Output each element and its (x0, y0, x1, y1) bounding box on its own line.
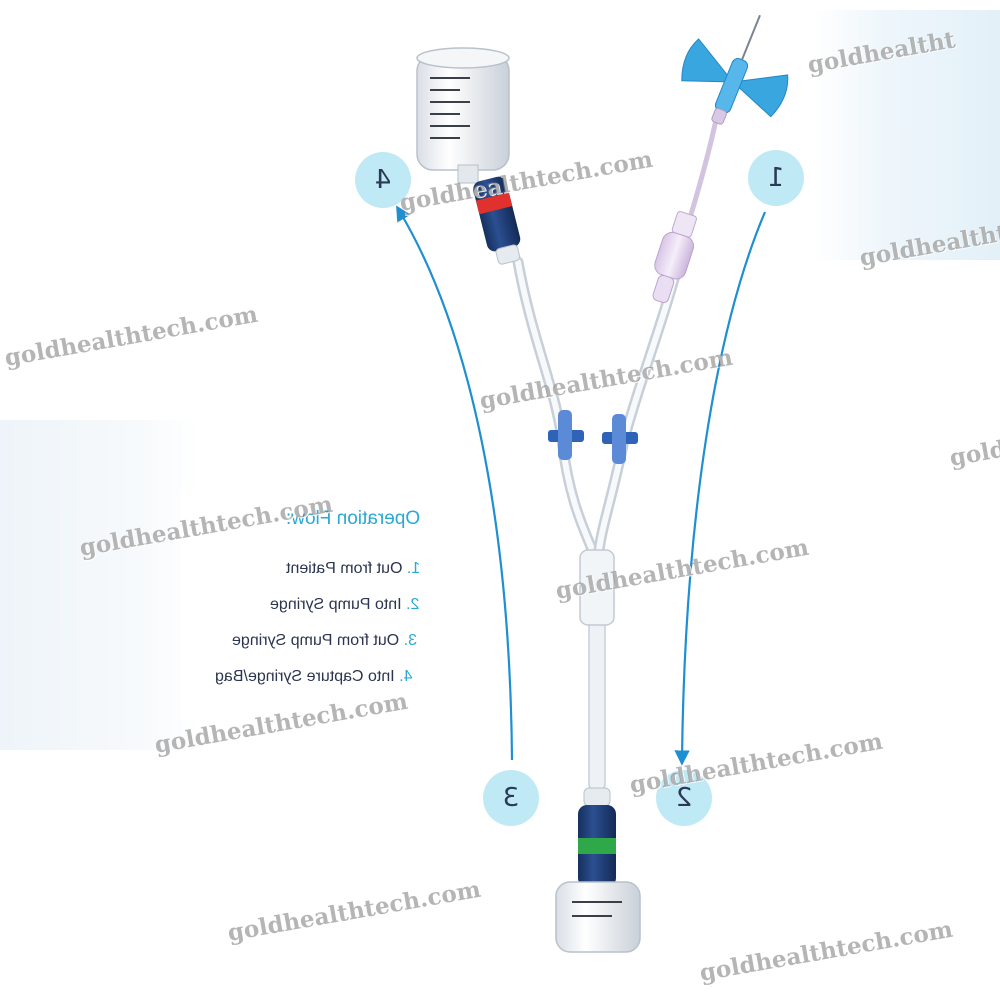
tube-stem (588, 599, 606, 791)
flow-item-4-number: 4. (399, 668, 413, 685)
flow-item-2-label: Into Pump Syringe (270, 596, 402, 613)
flow-item-1-label: Out from Patient (286, 560, 403, 577)
step-badge-3: 3 (483, 770, 539, 826)
flow-item-3-number: 3. (403, 632, 417, 649)
clamp-left (548, 410, 584, 460)
operation-flow-box (180, 490, 470, 720)
flow-item-4-label: Into Capture Syringe/Bag (215, 668, 395, 685)
flow-item-1-number: 1. (406, 560, 421, 577)
clamp-right (602, 414, 638, 464)
capture-syringe (416, 47, 510, 184)
connector-purple (652, 211, 697, 304)
butterfly-needle (681, 14, 789, 125)
arrow-1-to-2 (674, 211, 767, 766)
flow-item-1: 1. Out from Patient (286, 560, 420, 578)
y-junction (579, 549, 615, 626)
catheter-line (685, 117, 719, 228)
flow-item-4: 4. Into Capture Syringe/Bag (215, 668, 412, 686)
pump-syringe (555, 881, 641, 953)
flow-item-3-label: Out from Pump Syringe (232, 632, 400, 649)
flow-item-2: 2. Into Pump Syringe (270, 596, 419, 614)
arrow-3-to-4 (396, 205, 514, 761)
flow-item-2-number: 2. (406, 596, 420, 613)
background-panel-left (0, 420, 200, 750)
step-badge-1: 1 (748, 150, 804, 206)
flow-item-3: 3. Out from Pump Syringe (232, 632, 417, 650)
connector-bottom (578, 787, 616, 887)
background-panel-right (812, 10, 1000, 260)
connector-top-left (473, 176, 521, 265)
